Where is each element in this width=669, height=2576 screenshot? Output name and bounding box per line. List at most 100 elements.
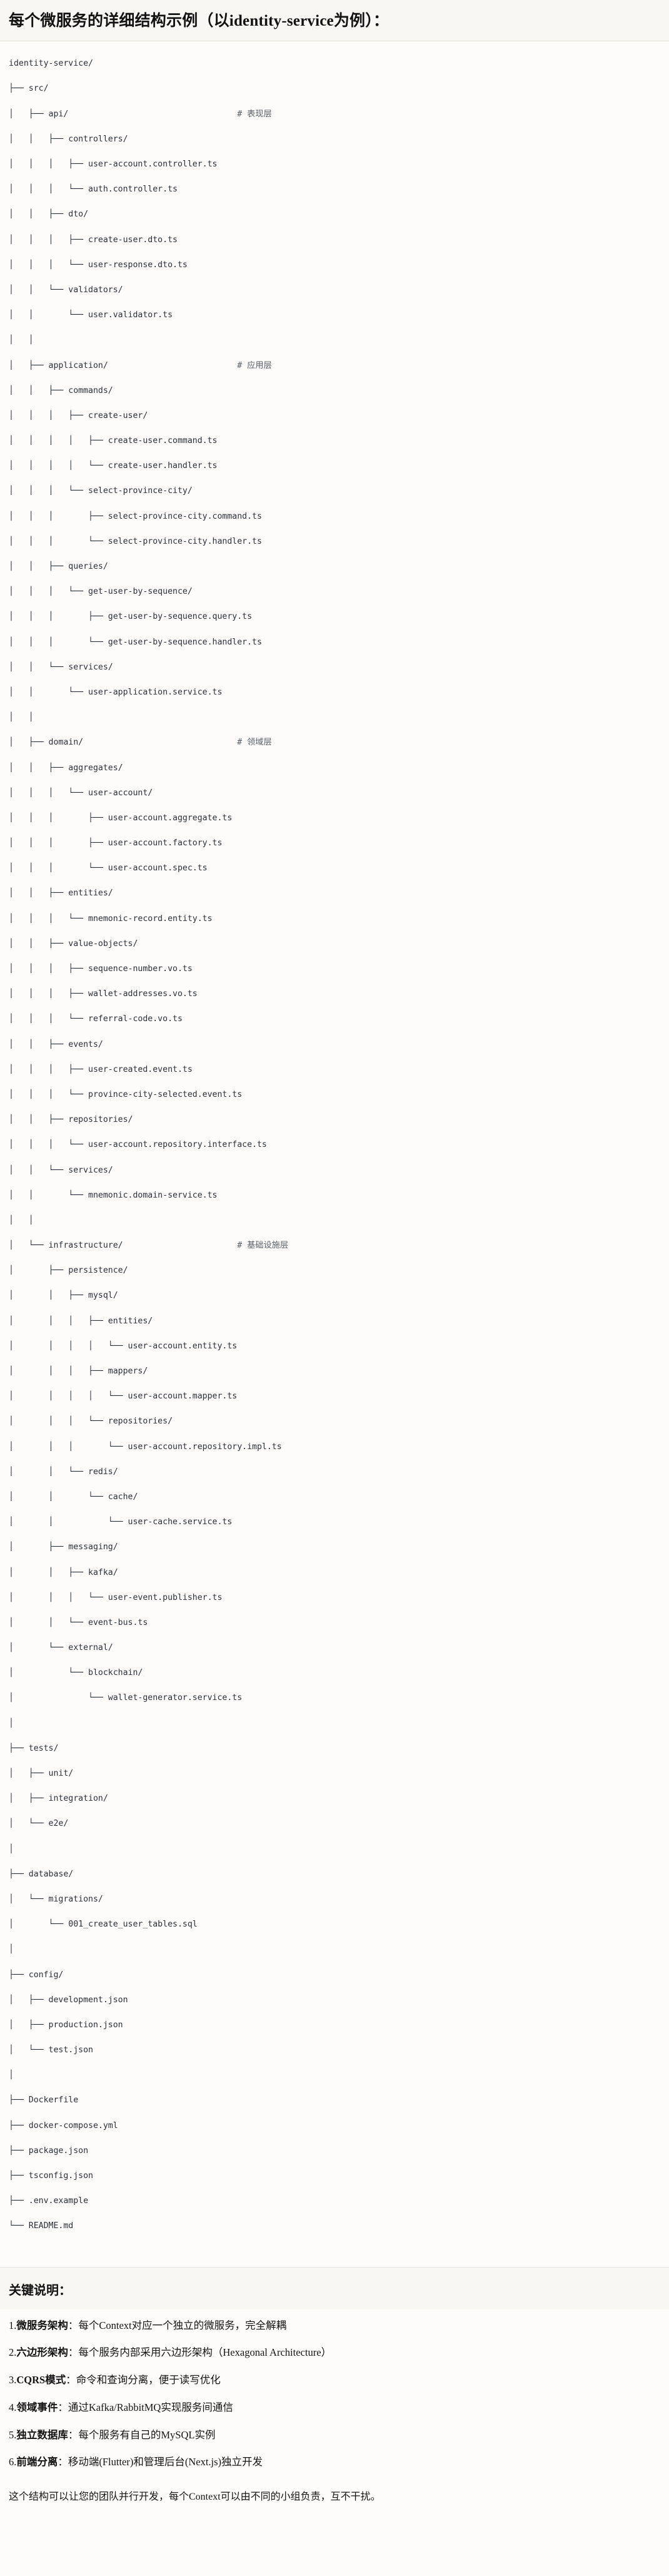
tree-line: │ ├── application/ # 应用层: [9, 360, 660, 372]
tree-line: │ │ │ └── repositories/: [9, 1415, 660, 1428]
tree-entry-label: │: [9, 1718, 14, 1728]
tree-entry-label: └── README.md: [9, 2221, 74, 2231]
tree-entry-label: │ │ └── user.validator.ts: [9, 310, 173, 320]
tree-entry-label: │ ├── messaging/: [9, 1542, 118, 1552]
note-term: 独立数据库: [16, 2428, 68, 2441]
tree-line: │ │ │ └── get-user-by-sequence/: [9, 586, 660, 598]
note-term: CQRS模式: [16, 2374, 66, 2386]
tree-entry-label: │ │ │ │ └── create-user.handler.ts: [9, 461, 218, 471]
tree-line: │ │ └── services/: [9, 661, 660, 674]
tree-entry-label: │ │ └── redis/: [9, 1467, 118, 1477]
tree-line: │ │ │ └── user-account.spec.ts: [9, 862, 660, 875]
tree-line: │ └── e2e/: [9, 1818, 660, 1830]
tree-line: │ │ ├── commands/: [9, 385, 660, 397]
tree-entry-label: │ │ ├── entities/: [9, 888, 113, 899]
tree-line: │ │ │ ├── sequence-number.vo.ts: [9, 963, 660, 975]
tree-entry-label: │ │ │ ├── sequence-number.vo.ts: [9, 964, 193, 974]
tree-line: ├── .env.example: [9, 2195, 660, 2207]
tree-entry-label: │ │ │ ├── user-account.factory.ts: [9, 838, 223, 848]
tree-entry-label: │ ├── api/: [9, 109, 69, 119]
tree-line: │ └── wallet-generator.service.ts: [9, 1692, 660, 1704]
tree-line: │ │ │ └── user-account/: [9, 787, 660, 800]
tree-line: └── README.md: [9, 2220, 660, 2232]
tree-entry-label: │ │ │ ├── entities/: [9, 1316, 153, 1326]
tree-line: │ └── infrastructure/ # 基础设施层: [9, 1240, 660, 1252]
tree-layer-comment: # 领域层: [83, 738, 272, 748]
tree-line: ├── package.json: [9, 2145, 660, 2157]
tree-line: ├── docker-compose.yml: [9, 2120, 660, 2132]
note-number: 3.: [9, 2374, 17, 2386]
tree-entry-label: │ ├── development.json: [9, 1995, 128, 2005]
tree-line: │ │ ├── value-objects/: [9, 938, 660, 950]
tree-entry-label: │ │ │ └── user-account/: [9, 788, 153, 798]
tree-entry-label: │ │ │ ├── mappers/: [9, 1367, 148, 1376]
tree-entry-label: ├── tsconfig.json: [9, 2171, 93, 2181]
tree-line: │ │ │ ├── user-created.event.ts: [9, 1064, 660, 1076]
tree-line: │ │ │ └── user-event.publisher.ts: [9, 1592, 660, 1604]
tree-line: │ │ ├── dto/: [9, 208, 660, 221]
tree-layer-comment: # 应用层: [108, 360, 272, 370]
tree-entry-label: │ │ │ └── select-province-city/: [9, 486, 193, 496]
note-separator: ：: [68, 2428, 79, 2441]
tree-line: │ │ │ │ └── user-account.mapper.ts: [9, 1390, 660, 1403]
tree-line: ├── config/: [9, 1969, 660, 1982]
tree-entry-label: │ │ └── services/: [9, 1165, 113, 1175]
note-description: 每个Context对应一个独立的微服务，完全解耦: [78, 2319, 287, 2331]
page-title: 每个微服务的详细结构示例（以identity-service为例）：: [9, 13, 390, 29]
tree-entry-label: │ │ └── user-application.service.ts: [9, 687, 223, 697]
tree-entry-label: ├── package.json: [9, 2146, 89, 2156]
tree-entry-label: │ ├── integration/: [9, 1794, 108, 1804]
tree-entry-label: │ │ │ ├── get-user-by-sequence.query.ts: [9, 612, 253, 622]
tree-entry-label: │: [9, 1945, 14, 1955]
tree-line: │ │: [9, 334, 660, 347]
tree-line: │: [9, 1943, 660, 1956]
tree-entry-label: │ │ ├── mysql/: [9, 1291, 118, 1301]
tree-entry-label: │: [9, 2070, 14, 2080]
tree-line: │ └── test.json: [9, 2044, 660, 2057]
header-band: 每个微服务的详细结构示例（以identity-service为例）：: [0, 0, 669, 42]
tree-layer-comment: # 表现层: [68, 109, 272, 119]
tree-entry-label: │ │ └── validators/: [9, 285, 123, 295]
note-term: 前端分离: [16, 2456, 58, 2468]
tree-entry-label: │ │ ├── dto/: [9, 210, 89, 220]
note-separator: ：: [58, 2401, 68, 2413]
tree-entry-label: │ │ │ ├── user-created.event.ts: [9, 1064, 193, 1074]
tree-entry-label: │ ├── unit/: [9, 1769, 74, 1778]
tree-entry-label: │ ├── application/: [9, 360, 108, 370]
note-term: 六边形架构: [16, 2346, 68, 2359]
tree-entry-label: │ │ ├── events/: [9, 1039, 103, 1049]
tree-line: │ │ │ ├── select-province-city.command.t…: [9, 511, 660, 523]
tree-entry-label: │ │ │ └── auth.controller.ts: [9, 185, 178, 195]
tree-line: │ ├── development.json: [9, 1994, 660, 2007]
tree-entry-label: │ │ ├── kafka/: [9, 1567, 118, 1577]
tree-line: │ │ │ └── user-account.repository.interf…: [9, 1139, 660, 1151]
tree-line: │ │ │ ├── wallet-addresses.vo.ts: [9, 988, 660, 1000]
tree-line: │ │ │ └── get-user-by-sequence.handler.t…: [9, 636, 660, 649]
note-number: 2.: [9, 2346, 17, 2359]
tree-line: │ │ ├── queries/: [9, 561, 660, 573]
tree-line: │ └── migrations/: [9, 1893, 660, 1906]
tree-line: ├── tsconfig.json: [9, 2170, 660, 2182]
tree-layer-comment: # 基础设施层: [123, 1241, 289, 1251]
note-item: 2.六边形架构：每个服务内部采用六边形架构（Hexagonal Architec…: [9, 2345, 660, 2361]
tree-entry-label: identity-service/: [9, 59, 93, 69]
tree-entry-label: │ └── wallet-generator.service.ts: [9, 1693, 243, 1703]
note-separator: ：: [68, 2319, 79, 2331]
tree-entry-label: │ ├── persistence/: [9, 1266, 128, 1276]
tree-line: │: [9, 1843, 660, 1856]
tree-line: │ │ │ └── select-province-city.handler.t…: [9, 536, 660, 548]
tree-line: │ │ └── event-bus.ts: [9, 1617, 660, 1629]
tree-entry-label: │ │ │ │ └── user-account.entity.ts: [9, 1341, 238, 1351]
directory-tree: identity-service/ ├── src/ │ ├── api/ # …: [9, 58, 660, 2245]
tree-entry-label: │ │ └── event-bus.ts: [9, 1617, 148, 1627]
tree-entry-label: ├── tests/: [9, 1743, 59, 1753]
tree-line: │ │ │ ├── user-account.factory.ts: [9, 837, 660, 850]
tree-line: │ └── external/: [9, 1642, 660, 1654]
tree-entry-label: │ └── infrastructure/: [9, 1241, 123, 1251]
closing-text: 这个结构可以让您的团队并行开发，每个Context可以由不同的小组负责，互不干扰…: [9, 2492, 381, 2503]
tree-entry-label: │ │ └── services/: [9, 662, 113, 672]
tree-line: │ │ │ ├── get-user-by-sequence.query.ts: [9, 611, 660, 623]
tree-entry-label: │ │ │ ├── user-account.aggregate.ts: [9, 813, 233, 823]
note-description: 每个服务内部采用六边形架构（Hexagonal Architecture）: [78, 2346, 332, 2359]
